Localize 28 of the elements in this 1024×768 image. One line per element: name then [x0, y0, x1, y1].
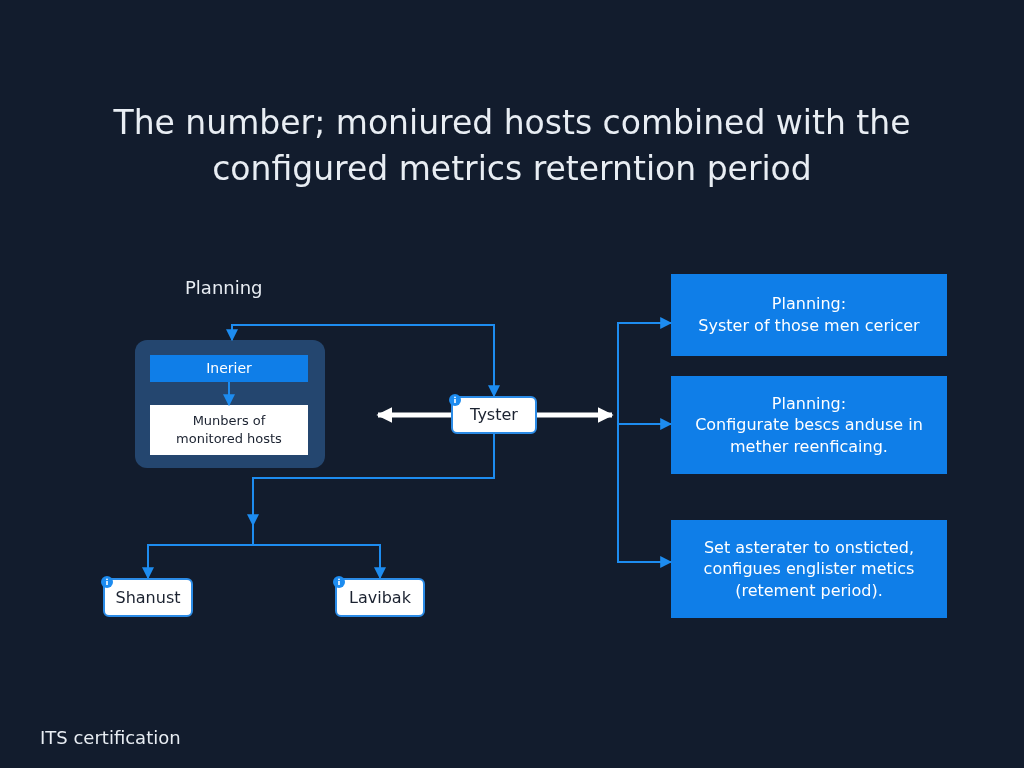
- arrow: [617, 317, 673, 415]
- node-label: Shanust: [114, 586, 182, 609]
- node-label: Tyster: [469, 404, 519, 426]
- process-box: [150, 405, 308, 455]
- box-text: Syster of those men cericer: [697, 315, 921, 337]
- arrow: [537, 407, 614, 423]
- process-box: [451, 396, 537, 434]
- process-box: [103, 578, 193, 617]
- group-heading: Planning: [185, 276, 263, 300]
- header-bar: [150, 355, 308, 382]
- box-heading: Planning:: [770, 293, 848, 315]
- footer-note: ITS certification: [40, 727, 181, 748]
- node-label: Inerier: [205, 359, 253, 378]
- node-label: Munbers of monitored hosts: [175, 412, 283, 448]
- arrow: [223, 381, 235, 407]
- title: The number; moniured hosts combined with the configured metrics reterntion period: [112, 102, 912, 191]
- process-box: [335, 578, 425, 617]
- node-label: Lavibak: [348, 586, 412, 609]
- box-heading: Planning:: [770, 392, 848, 415]
- info-box: [671, 520, 947, 618]
- arrow: [376, 407, 451, 423]
- box-text: Configurate bescs anduse in mether reenficaing.: [694, 414, 924, 458]
- arrow: [617, 413, 673, 568]
- arrow: [247, 504, 259, 527]
- info-box: [671, 274, 947, 356]
- info-box: [671, 376, 947, 474]
- arrow: [226, 324, 500, 398]
- box-text: Set asterater to onsticted, configues englister metics (retement period).: [702, 536, 916, 602]
